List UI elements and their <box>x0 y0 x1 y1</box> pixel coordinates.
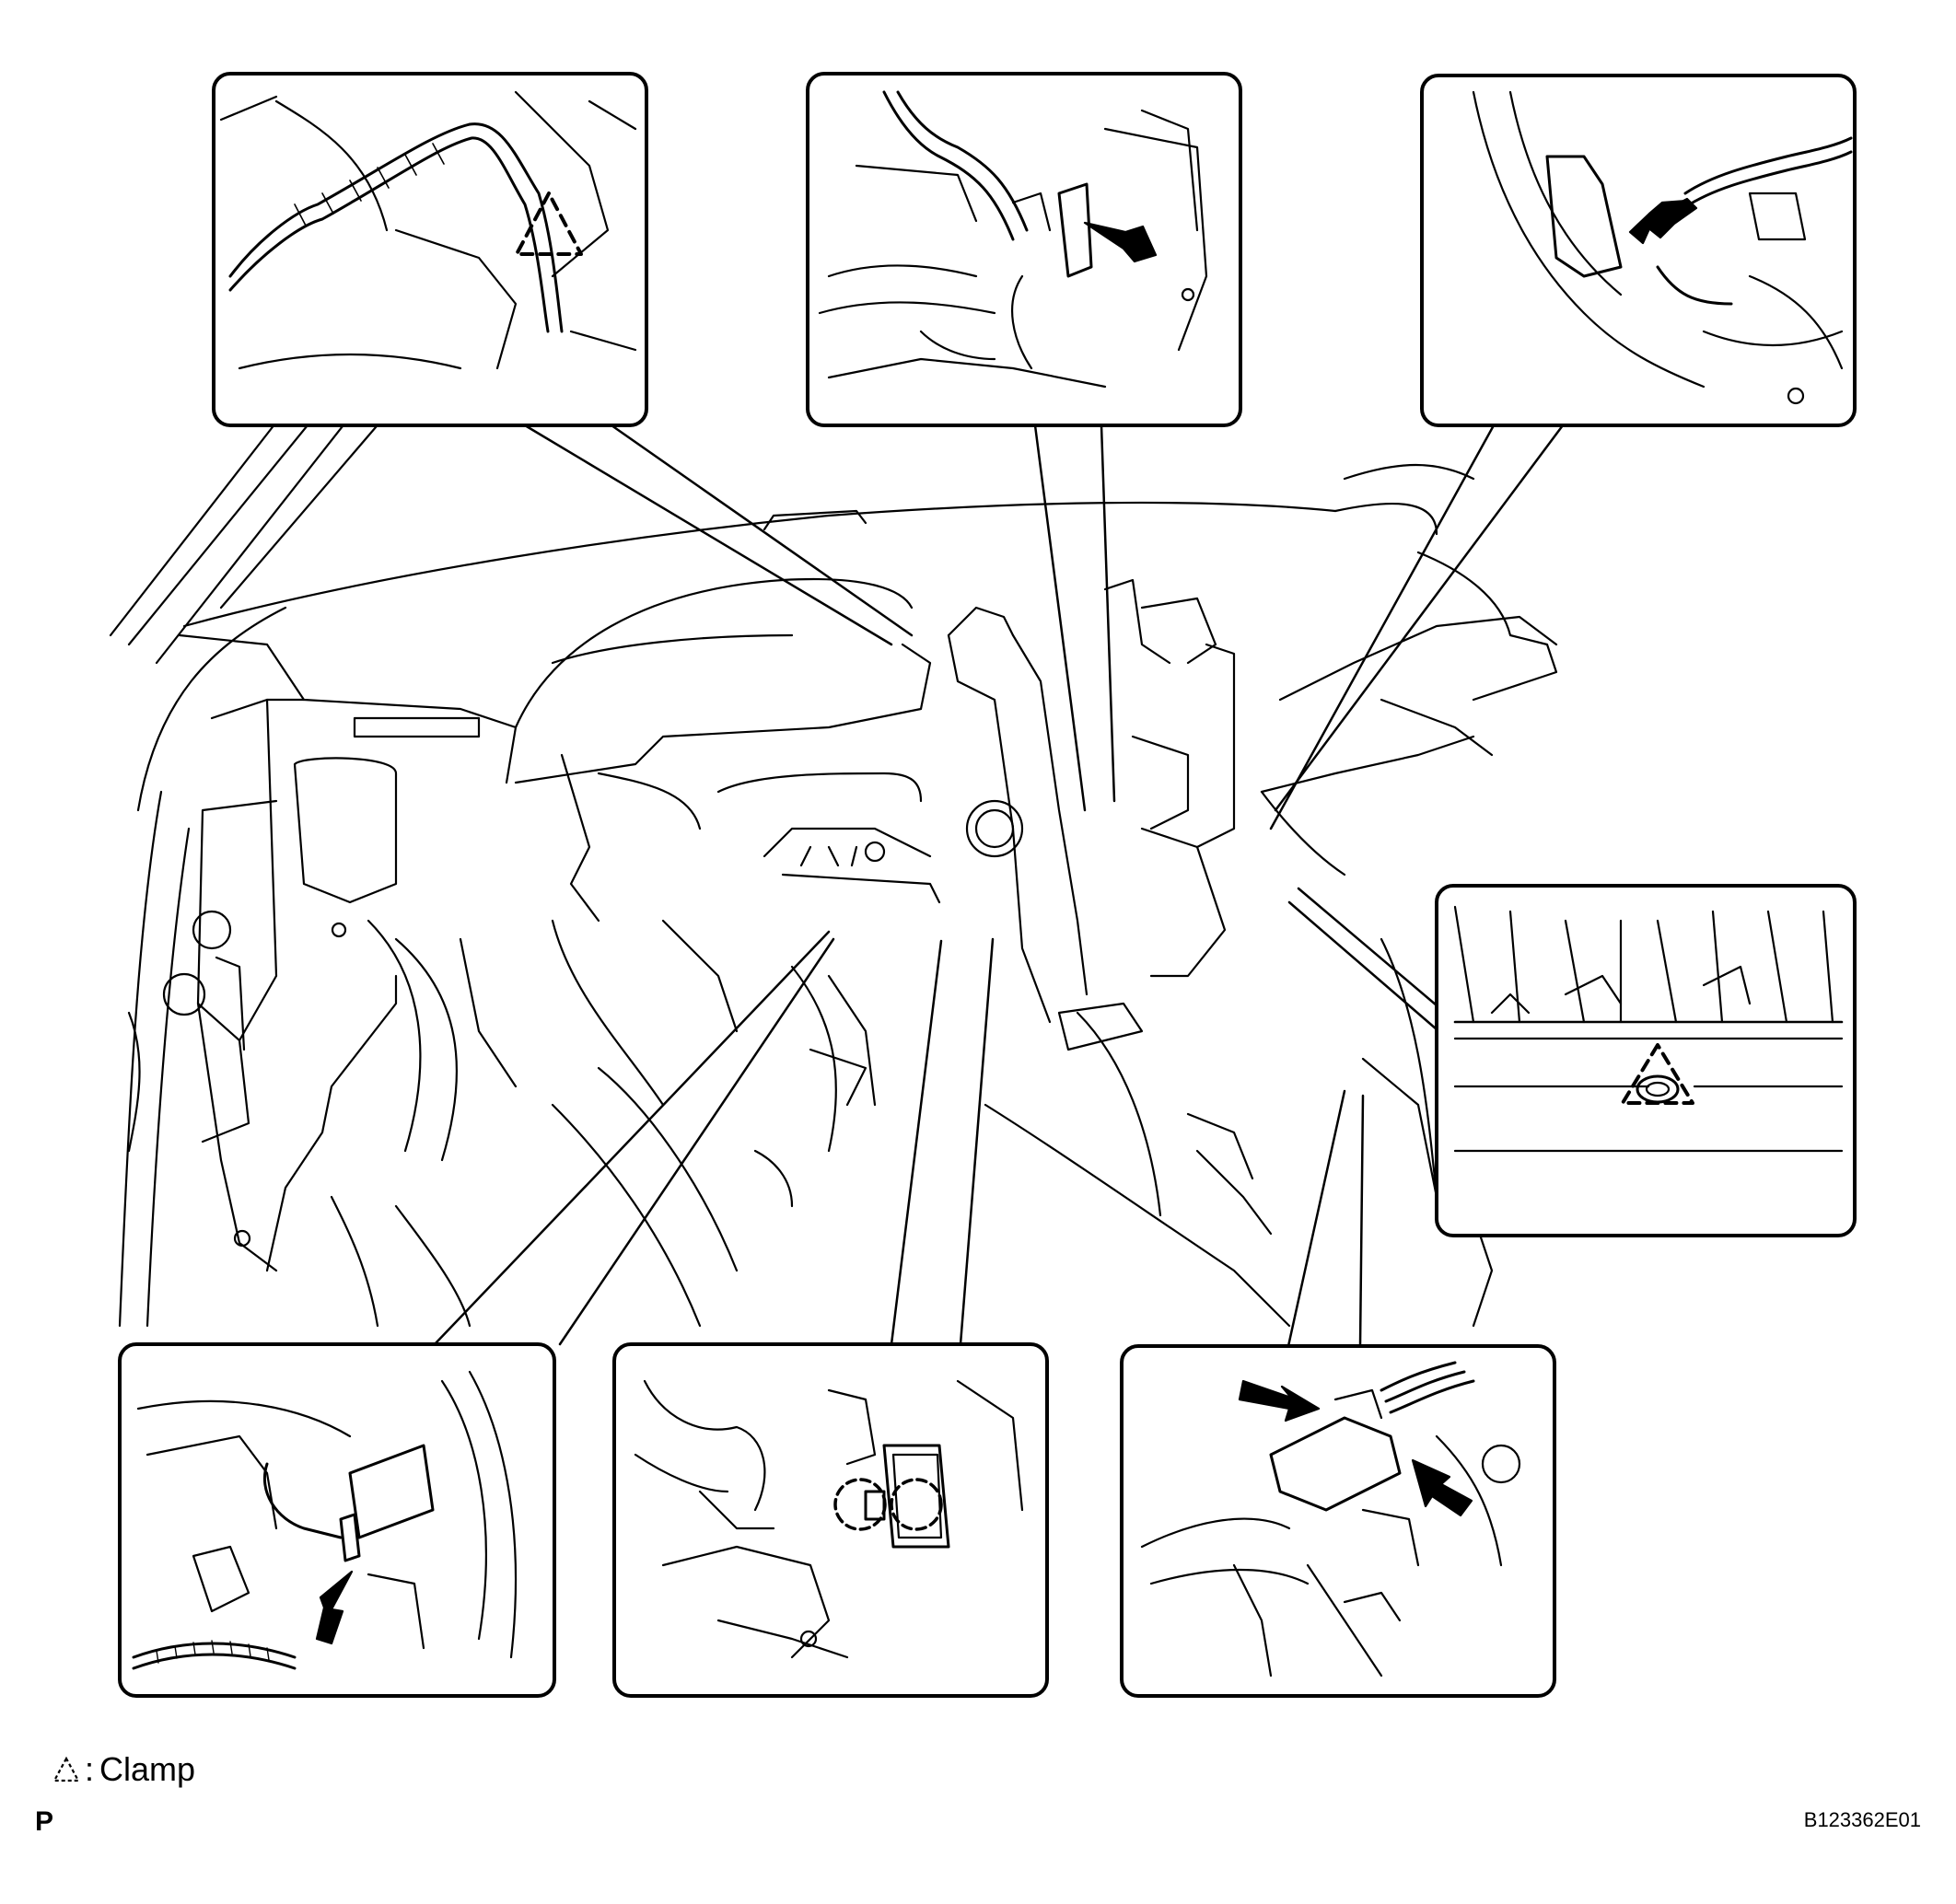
arrow-icon <box>1083 221 1158 263</box>
legend: : Clamp <box>52 1747 195 1792</box>
leader-lines <box>433 424 1565 1348</box>
figure-id: B123362E01 <box>1803 1808 1921 1831</box>
callout-top-left <box>212 72 648 427</box>
callout-bottom-right <box>1120 1344 1556 1698</box>
clamp-triangle-icon <box>515 192 583 256</box>
callout-top-center <box>806 72 1242 427</box>
arrow-icon <box>1238 1379 1321 1422</box>
callout-right <box>1435 884 1857 1237</box>
main-illustration <box>109 385 1558 1328</box>
legend-label: Clamp <box>99 1750 196 1788</box>
arrow-icon <box>1411 1458 1473 1517</box>
callout-top-right <box>1420 74 1857 427</box>
page-code: P <box>35 1806 54 1837</box>
clamp-symbol-icon <box>52 1756 80 1782</box>
dashed-circle-icon <box>890 1478 943 1531</box>
dashed-circle-icon <box>833 1478 887 1531</box>
callout-bottom-left <box>118 1342 556 1698</box>
callout-bottom-center <box>612 1342 1049 1698</box>
legend-separator: : <box>85 1750 95 1788</box>
arrow-icon <box>315 1570 354 1645</box>
